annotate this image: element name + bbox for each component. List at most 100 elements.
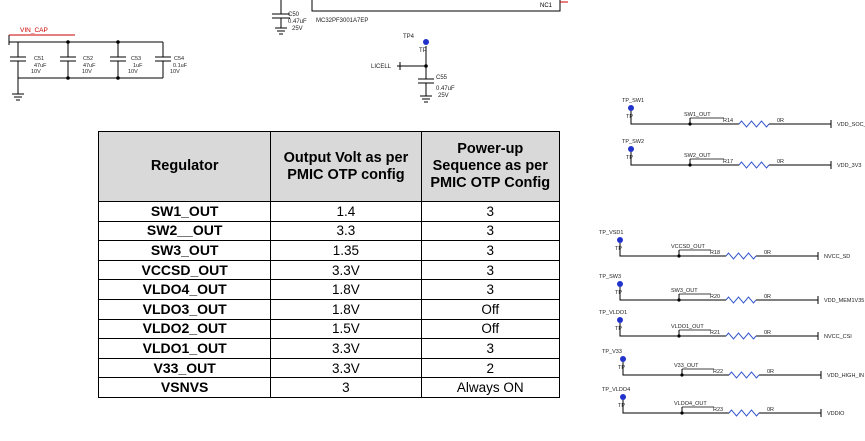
cell-regulator: VSNVS [97, 377, 272, 398]
test-point-icon[interactable] [628, 105, 634, 111]
rail-resistor-ref: R23 [713, 407, 723, 413]
rail-wire [622, 400, 822, 417]
cell-regulator: SW3_OUT [97, 240, 272, 261]
rail-resistor-ref: R20 [710, 294, 720, 300]
test-point-icon[interactable] [628, 146, 634, 152]
test-point-icon[interactable] [620, 356, 626, 362]
rail-resistor-value: 0R [764, 330, 771, 336]
cell-regulator: V33_OUT [97, 357, 272, 379]
resistor-icon [738, 161, 770, 169]
junction-dot [677, 298, 681, 302]
c55-voltage: 25V [438, 93, 449, 99]
junction-dot [677, 254, 681, 258]
cell-regulator: VLDO4_OUT [97, 279, 272, 300]
ic-part-number: MC32PF3001A7EP [316, 18, 368, 24]
rail-net-name: VLDO4_OUT [674, 401, 707, 407]
c50-value: 0.47uF [288, 19, 307, 25]
rail-resistor-value: 0R [777, 159, 784, 165]
junction-dot [680, 373, 684, 377]
rail-resistor-ref: R22 [713, 369, 723, 375]
c55-value: 0.47uF [436, 86, 455, 92]
cell-output-volt: 3 [270, 377, 422, 398]
rail-wire [622, 362, 822, 379]
rail-output-net: VDD_MEM1V35 [824, 298, 864, 304]
rail-wire [619, 323, 819, 340]
rail-resistor-ref: R21 [710, 330, 720, 336]
cell-output-volt: 3.3V [270, 338, 422, 359]
rail-output-net: VDDIO [827, 411, 845, 417]
test-point-icon[interactable] [617, 281, 623, 287]
cell-regulator: VLDO1_OUT [97, 338, 272, 359]
cell-regulator: SW2__OUT [97, 220, 272, 242]
junction-dot [677, 334, 681, 338]
rail-tp-name: TP_VLDO1 [599, 310, 627, 316]
junction-dot [680, 411, 684, 415]
cap-voltage: 10V [170, 69, 180, 75]
rail-tp-label: TP [615, 326, 622, 332]
ic-pin-nc1: NC1 [540, 3, 553, 9]
rail-output-net: VDD_3V3 [837, 163, 861, 169]
junction-dot [688, 163, 692, 167]
cell-output-volt: 3.3 [270, 220, 422, 242]
cap-voltage: 10V [31, 69, 41, 75]
rail-tp-name: TP_VLDO4 [602, 387, 630, 393]
cap-ref: C52 [83, 56, 93, 62]
rail-wire [619, 243, 819, 260]
junction-dot [688, 122, 692, 126]
cell-sequence: 3 [420, 220, 561, 242]
cell-output-volt: 1.8V [270, 298, 422, 320]
cell-output-volt: 1.35 [270, 240, 422, 261]
rail-resistor-value: 0R [764, 294, 771, 300]
test-point-icon[interactable] [620, 394, 626, 400]
rail-resistor-ref: R14 [723, 118, 733, 124]
tp4-ref: TP4 [403, 34, 415, 40]
rail-tp-label: TP [626, 114, 633, 120]
cell-regulator: VCCSD_OUT [97, 259, 272, 281]
test-point-icon[interactable] [617, 317, 623, 323]
cell-output-volt: 1.4 [270, 201, 422, 222]
vin-cap-net: VIN_CAP [20, 27, 48, 34]
rail-tp-name: TP_SW1 [622, 98, 644, 104]
rail-tp-label: TP [618, 403, 625, 409]
cell-sequence: Off [420, 298, 561, 320]
cell-regulator: SW1_OUT [97, 201, 272, 222]
cap-ref: C53 [131, 56, 141, 62]
test-point-icon[interactable] [423, 39, 429, 45]
test-point-icon[interactable] [617, 237, 623, 243]
rail-net-name: VCCSD_OUT [671, 244, 706, 250]
header-output-volt: Output Volt as per PMIC OTP config [270, 131, 422, 202]
header-power-up-sequence: Power-up Sequence as per PMIC OTP Config [420, 131, 561, 202]
c55-ref: C55 [436, 75, 448, 81]
rail-resistor-value: 0R [777, 118, 784, 124]
cell-sequence: 3 [420, 279, 561, 300]
cell-output-volt: 1.5V [270, 318, 422, 340]
rail-tp-label: TP [618, 365, 625, 371]
rail-net-name: SW1_OUT [684, 112, 711, 118]
cell-output-volt: 3.3V [270, 357, 422, 379]
resistor-icon [725, 296, 757, 304]
rail-wire [619, 287, 819, 304]
cell-sequence: 2 [420, 357, 561, 379]
cap-value: 1uF [133, 63, 143, 69]
resistor-icon [725, 252, 757, 260]
cap-value: 47uF [34, 63, 47, 69]
rail-wire [630, 111, 832, 128]
resistor-icon [725, 332, 757, 340]
rail-resistor-ref: R18 [710, 250, 720, 256]
rail-resistor-value: 0R [764, 250, 771, 256]
rail-resistor-ref: R17 [723, 159, 733, 165]
rail-resistor-value: 0R [767, 407, 774, 413]
table-header-row: Regulator Output Volt as per PMIC OTP co… [97, 131, 561, 202]
